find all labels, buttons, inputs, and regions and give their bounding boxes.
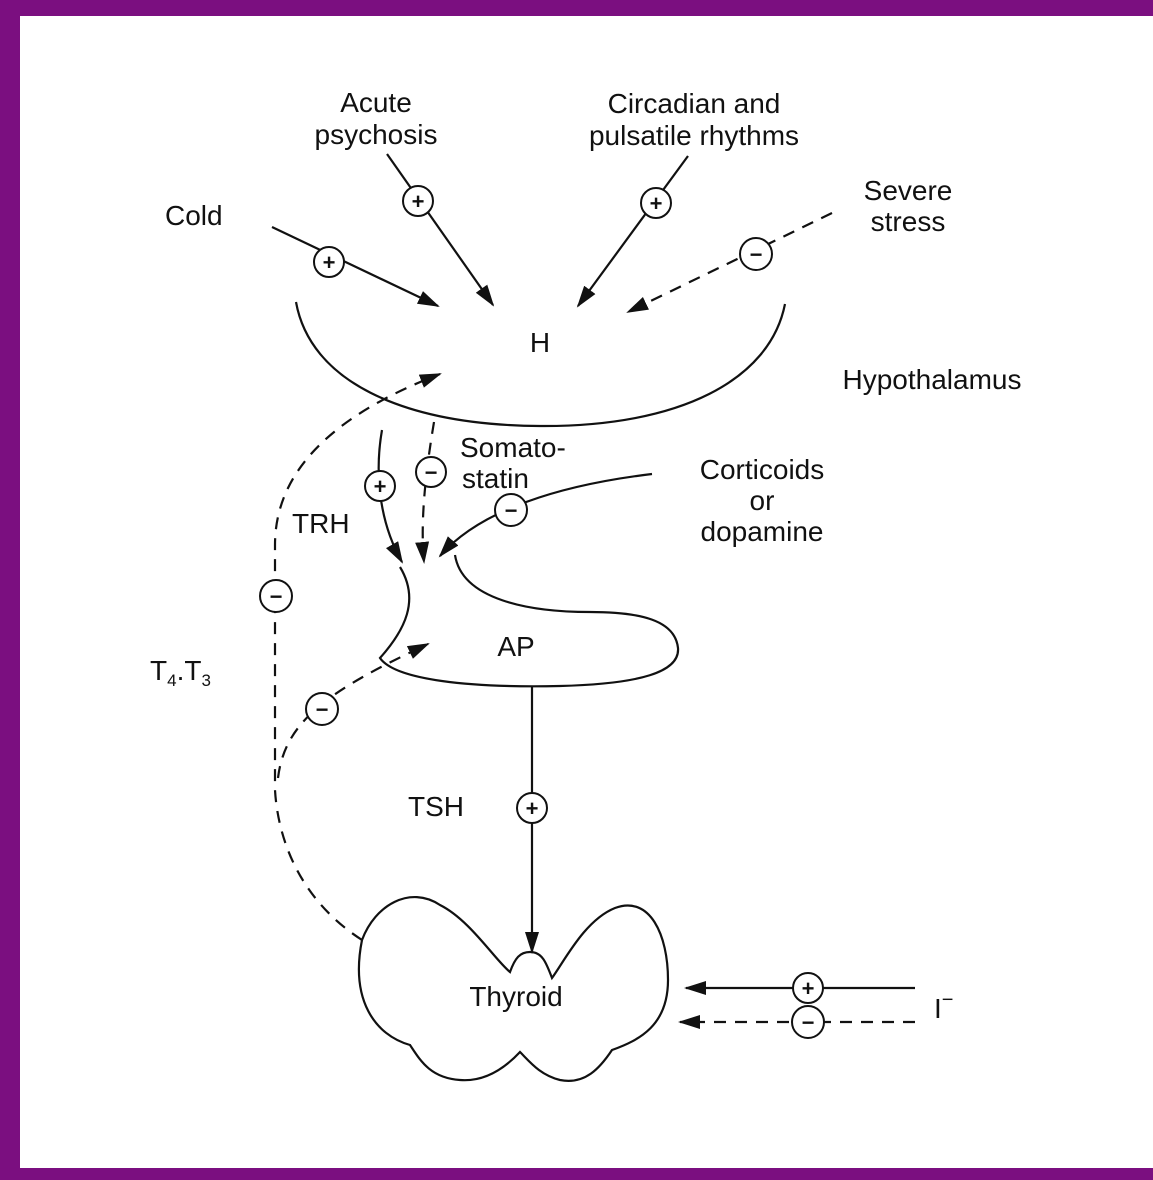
somatostatin-label: Somato- statin [460, 432, 566, 494]
anterior-pituitary-outline [380, 555, 678, 686]
svg-text:+: + [374, 474, 387, 499]
svg-text:or: or [750, 485, 775, 516]
tsh-label: TSH [408, 791, 464, 822]
corticoids-minus-icon: − [495, 494, 527, 526]
psychosis-plus-icon: + [403, 186, 433, 216]
circadian-rhythms-label: Circadian and pulsatile rhythms [589, 88, 799, 151]
hypothalamus-outline [296, 302, 785, 426]
svg-text:−: − [750, 242, 763, 267]
feedback-ap-minus-icon: − [306, 693, 338, 725]
circadian-plus-icon: + [641, 188, 671, 218]
svg-text:−: − [505, 498, 518, 523]
severe-stress-arrow [628, 213, 832, 312]
svg-text:−: − [270, 584, 283, 609]
svg-text:+: + [650, 191, 663, 216]
svg-text:−: − [316, 697, 329, 722]
svg-text:Circadian and: Circadian and [608, 88, 781, 119]
svg-text:stress: stress [871, 206, 946, 237]
svg-text:Acute: Acute [340, 87, 412, 118]
corticoids-dopamine-label: Corticoids or dopamine [700, 454, 824, 547]
svg-text:pulsatile rhythms: pulsatile rhythms [589, 120, 799, 151]
svg-text:+: + [323, 250, 336, 275]
tsh-plus-icon: + [517, 793, 547, 823]
t4-t3-label: T4.T3 [150, 655, 211, 690]
hypothalamus-label: Hypothalamus [843, 364, 1022, 395]
svg-text:+: + [802, 976, 815, 1001]
svg-text:psychosis: psychosis [315, 119, 438, 150]
circadian-arrow [578, 156, 688, 306]
svg-text:−: − [802, 1010, 815, 1035]
svg-text:−: − [425, 460, 438, 485]
acute-psychosis-arrow [387, 154, 493, 305]
feedback-to-ap-arrow [278, 644, 428, 778]
cold-label: Cold [165, 200, 223, 231]
svg-text:Somato-: Somato- [460, 432, 566, 463]
svg-text:T4.T3: T4.T3 [150, 655, 211, 690]
svg-text:+: + [526, 796, 539, 821]
stress-minus-icon: − [740, 238, 772, 270]
svg-text:Severe: Severe [864, 175, 953, 206]
somatostatin-arrow [423, 422, 434, 562]
severe-stress-label: Severe stress [864, 175, 953, 237]
cold-plus-icon: + [314, 247, 344, 277]
trh-label: TRH [292, 508, 350, 539]
hypothalamus-abbrev: H [530, 327, 550, 358]
trh-plus-icon: + [365, 471, 395, 501]
svg-text:statin: statin [462, 463, 529, 494]
thyroid-label: Thyroid [469, 981, 562, 1012]
iodide-label: I− [934, 989, 953, 1024]
somatostatin-minus-icon: − [416, 457, 446, 487]
cold-arrow [272, 227, 438, 306]
acute-psychosis-label: Acute psychosis [315, 87, 438, 150]
iodide-minus-icon: − [792, 1006, 824, 1038]
svg-text:I−: I− [934, 989, 953, 1024]
iodide-plus-icon: + [793, 973, 823, 1003]
svg-text:Corticoids: Corticoids [700, 454, 824, 485]
svg-text:dopamine: dopamine [701, 516, 824, 547]
feedback-to-hypothalamus-arrow [275, 374, 440, 940]
feedback-hypothalamus-minus-icon: − [260, 580, 292, 612]
ap-label: AP [497, 631, 534, 662]
svg-text:+: + [412, 189, 425, 214]
